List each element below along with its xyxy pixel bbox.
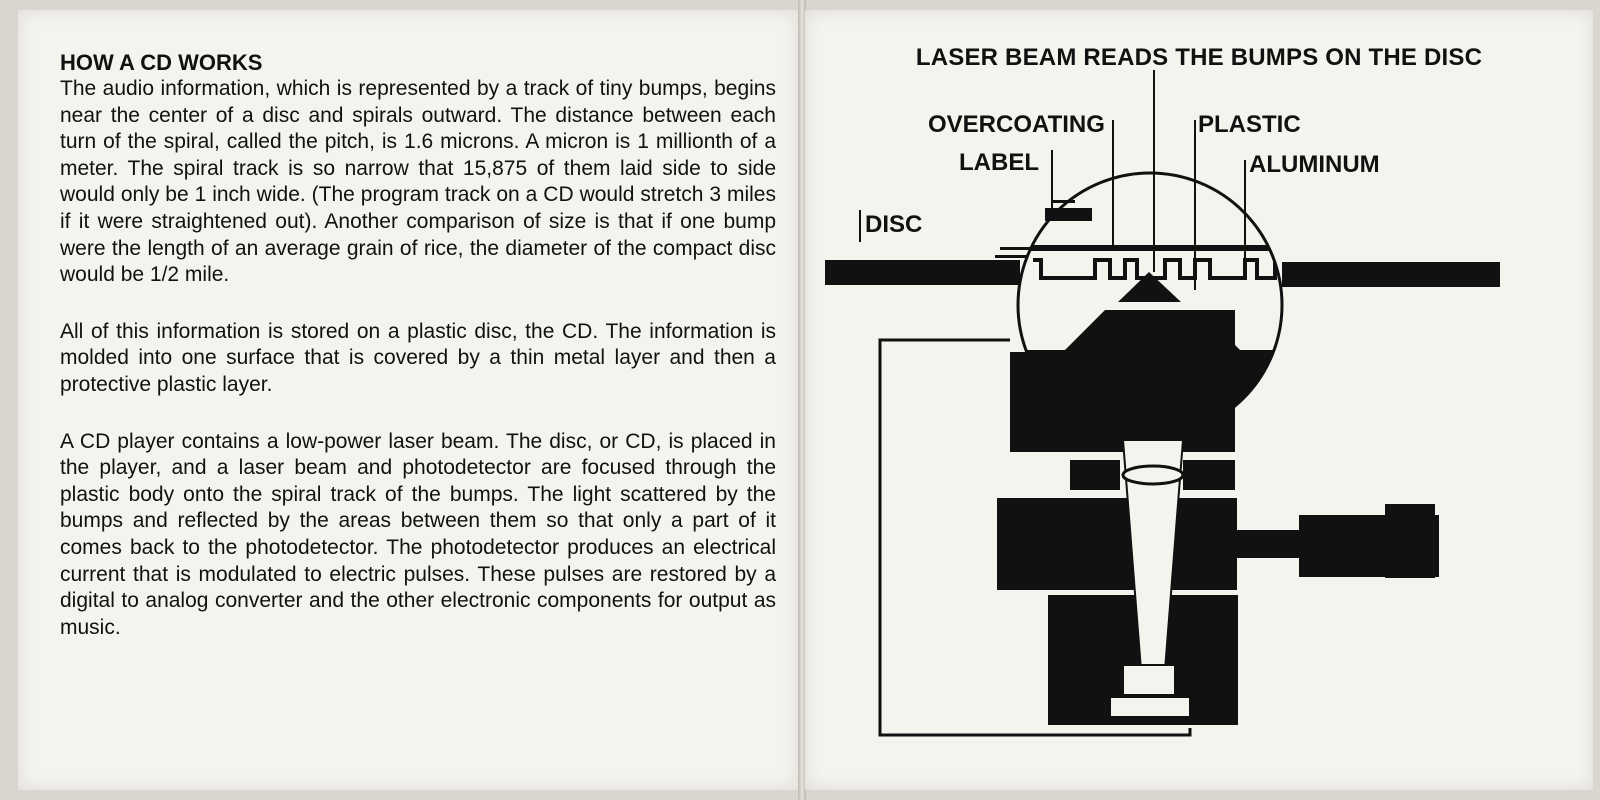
- paragraph-2: All of this information is stored on a p…: [60, 319, 776, 396]
- lens-mount-right: [1183, 460, 1235, 490]
- label-layer-tick: [1053, 200, 1075, 203]
- label-label: LABEL: [959, 149, 1039, 176]
- article-body: HOW A CD WORKS The audio information, wh…: [60, 50, 776, 671]
- book-gutter: [798, 0, 806, 800]
- label-disc: DISC: [865, 211, 923, 238]
- collimator-lens: [1121, 464, 1185, 486]
- plastic-layer-tick-2: [995, 255, 1027, 258]
- label-plastic: PLASTIC: [1198, 111, 1301, 138]
- photodetector-top: [1122, 664, 1176, 696]
- left-page: HOW A CD WORKS The audio information, wh…: [18, 10, 799, 790]
- disc-bar-right: [1282, 262, 1500, 287]
- cable-outline: [878, 338, 1192, 737]
- lens-mount-left: [1070, 460, 1120, 490]
- label-aluminum: ALUMINUM: [1249, 151, 1380, 178]
- article-heading: HOW A CD WORKS: [60, 50, 263, 75]
- laser-focus-triangle: [1118, 272, 1181, 302]
- pickup-middle-body: [997, 498, 1237, 590]
- cd-laser-diagram: [825, 70, 1500, 737]
- paragraph-3: A CD player contains a low-power laser b…: [60, 429, 776, 639]
- magnified-top-layer: [1018, 245, 1282, 251]
- paragraph-1: The audio information, which is represen…: [60, 77, 776, 287]
- plastic-layer-tick: [1000, 247, 1030, 250]
- arm-end-cap: [1385, 504, 1435, 578]
- bump-track: [1033, 258, 1282, 280]
- diagram-title: LASER BEAM READS THE BUMPS ON THE DISC: [915, 44, 1483, 71]
- disc-bar-left: [825, 260, 1020, 285]
- pickup-upper-right: [1105, 310, 1235, 452]
- photodetector-base: [1109, 696, 1191, 718]
- label-overcoating: OVERCOATING: [928, 111, 1105, 138]
- right-page: LASER BEAM READS THE BUMPS ON THE DISC O…: [805, 10, 1593, 790]
- arm-connector: [1237, 530, 1299, 558]
- laser-beam: [1123, 440, 1183, 670]
